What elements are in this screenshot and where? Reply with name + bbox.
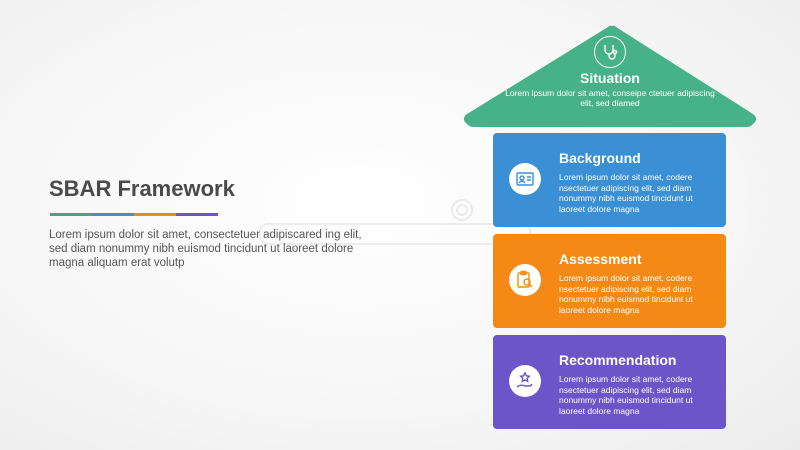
recommendation-description: Lorem ipsum dolor sit amet, codere nsect… [559, 374, 693, 416]
assessment-title: Assessment [559, 251, 642, 267]
background-title: Background [559, 150, 641, 166]
page-description: Lorem ipsum dolor sit amet, consectetuer… [49, 229, 362, 269]
title-underline [50, 213, 218, 216]
clipboard-search-icon [509, 264, 541, 296]
underline-segment [50, 213, 92, 216]
recommendation-title: Recommendation [559, 352, 677, 368]
stethoscope-icon [594, 36, 626, 68]
underline-segment [176, 213, 218, 216]
recommendation-card: Recommendation Lorem ipsum dolor sit ame… [493, 335, 726, 429]
profile-icon [509, 163, 541, 195]
page-title: SBAR Framework [49, 176, 235, 201]
situation-description: Lorem ipsum dolor sit amet, conseipe cte… [505, 88, 715, 108]
situation-section: Situation Lorem ipsum dolor sit amet, co… [500, 70, 720, 108]
underline-segment [134, 213, 176, 216]
situation-roof-shape [463, 25, 757, 128]
assessment-card: Assessment Lorem ipsum dolor sit amet, c… [493, 234, 726, 328]
situation-title: Situation [580, 70, 640, 86]
background-description: Lorem ipsum dolor sit amet, codere nsect… [559, 172, 693, 214]
underline-segment [92, 213, 134, 216]
background-card: Background Lorem ipsum dolor sit amet, c… [493, 133, 726, 227]
assessment-description: Lorem ipsum dolor sit amet, codere nsect… [559, 273, 693, 315]
hand-star-icon [509, 365, 541, 397]
